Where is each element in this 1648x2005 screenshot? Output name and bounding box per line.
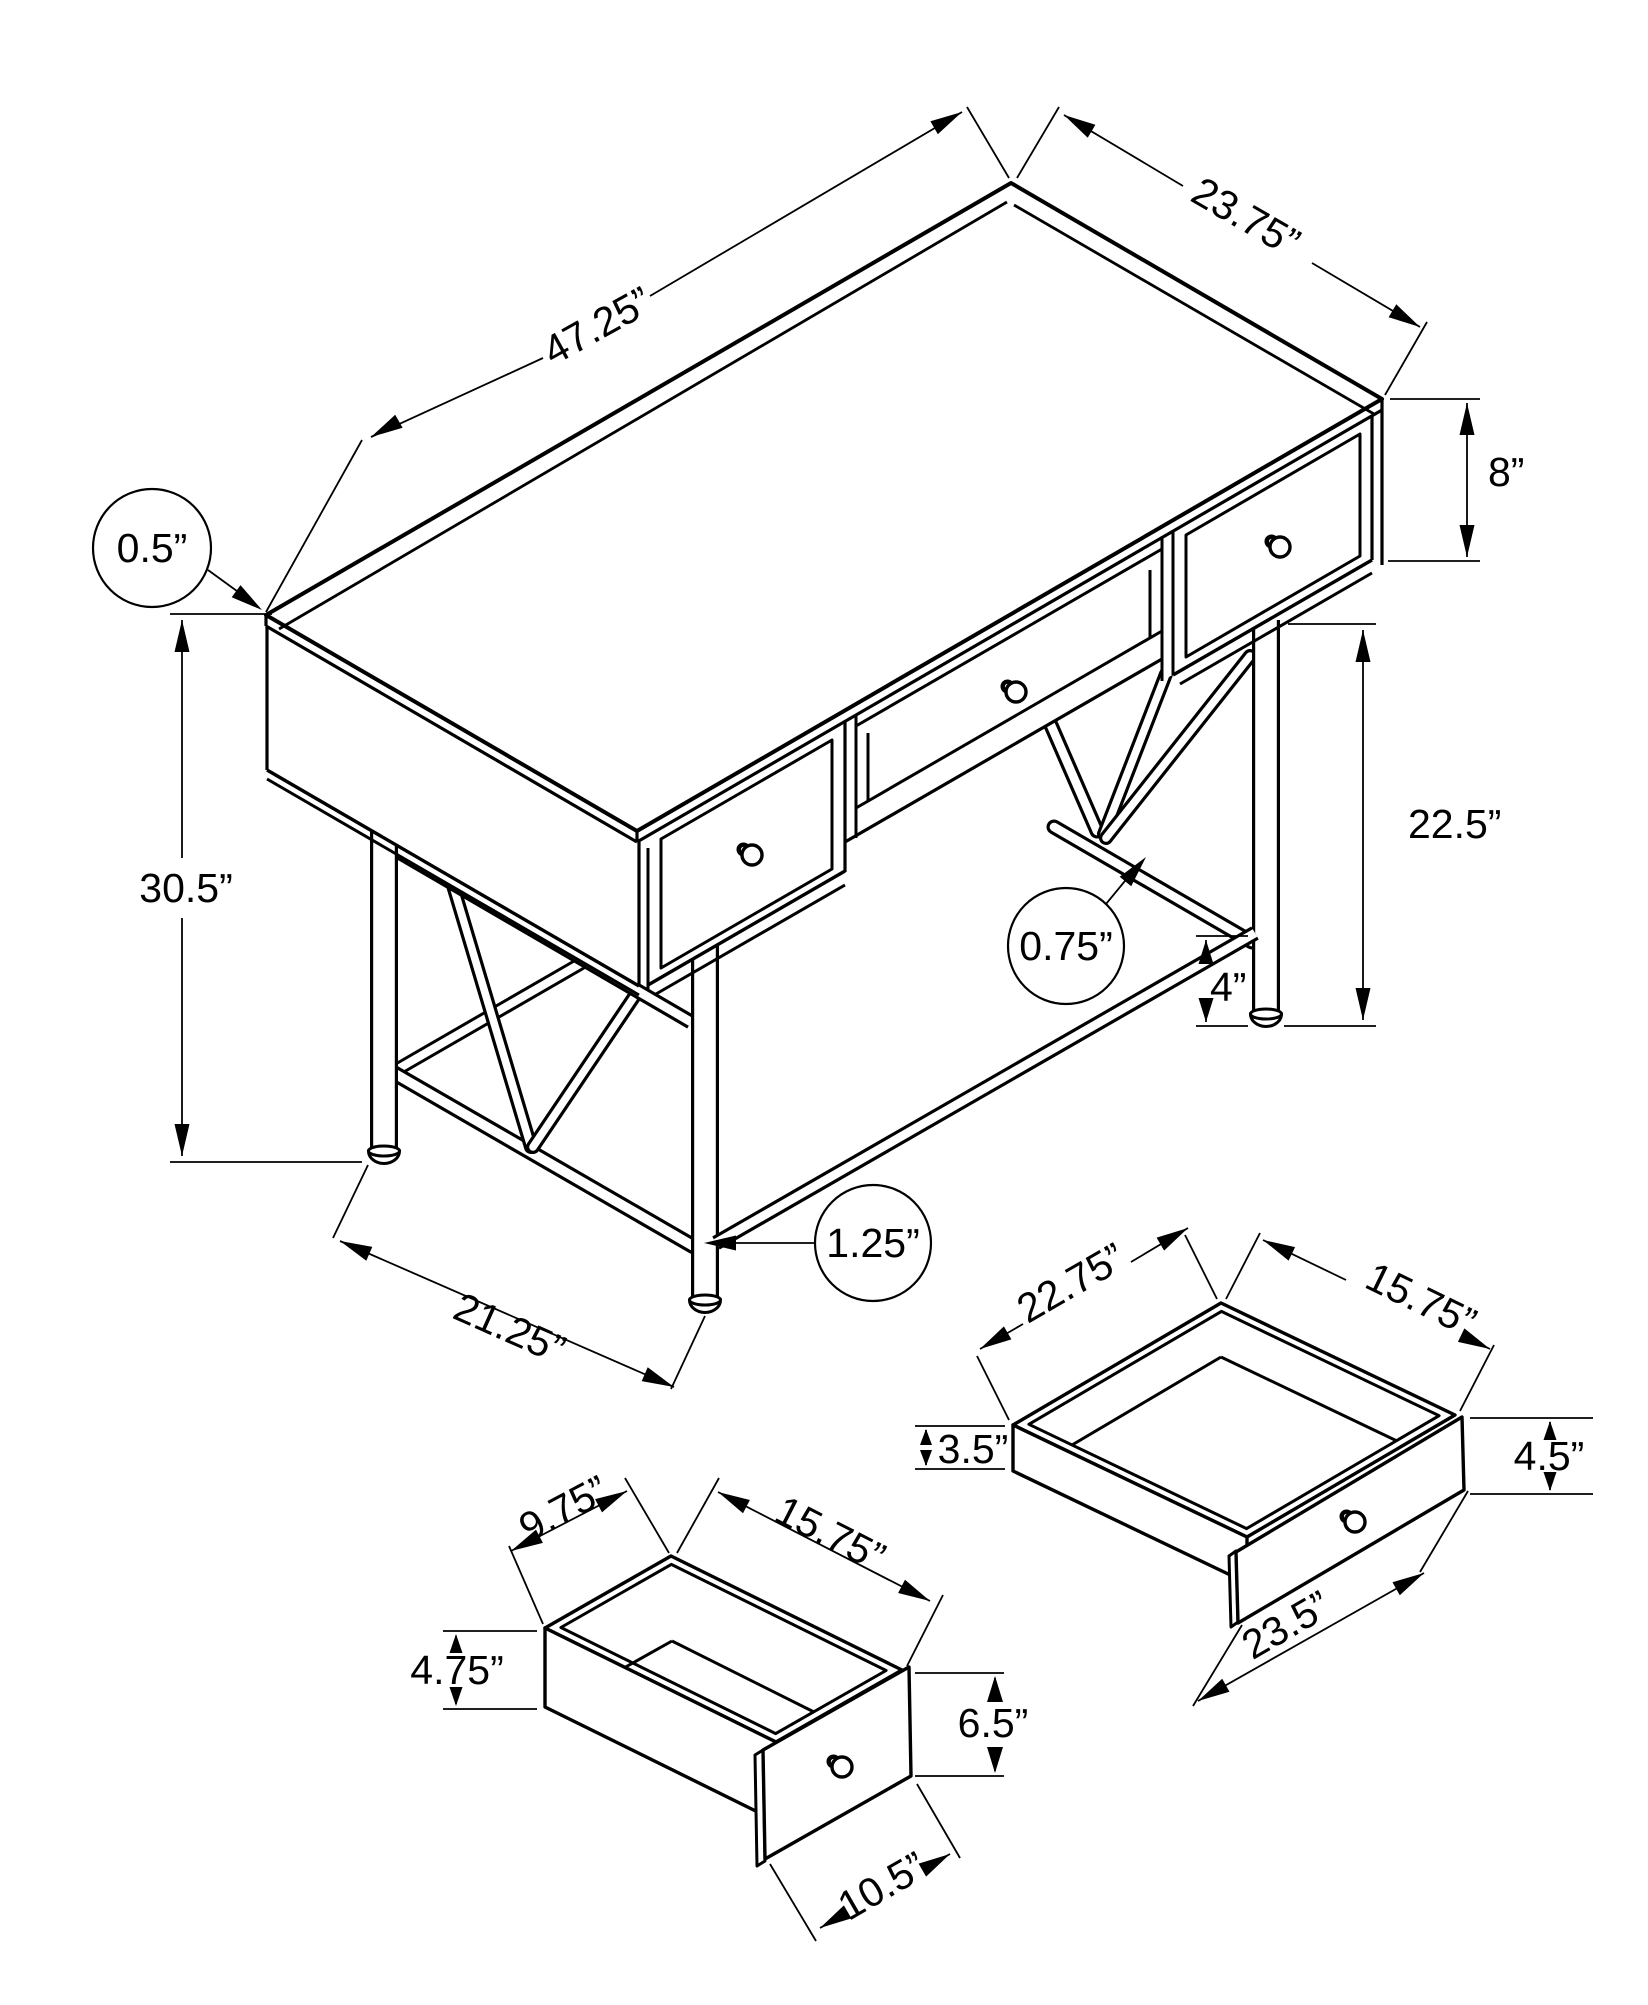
svg-text:1.25”: 1.25” (826, 1220, 919, 1266)
svg-text:6.5”: 6.5” (958, 1700, 1029, 1746)
svg-text:3.5”: 3.5” (938, 1426, 1009, 1472)
svg-text:30.5”: 30.5” (139, 865, 232, 911)
svg-text:0.75”: 0.75” (1019, 923, 1112, 969)
svg-text:22.5”: 22.5” (1408, 801, 1501, 847)
svg-text:8”: 8” (1488, 449, 1524, 495)
svg-text:0.5”: 0.5” (117, 525, 188, 571)
svg-text:4.5”: 4.5” (1514, 1433, 1585, 1479)
svg-text:4”: 4” (1210, 964, 1246, 1010)
svg-text:4.75”: 4.75” (410, 1647, 503, 1693)
